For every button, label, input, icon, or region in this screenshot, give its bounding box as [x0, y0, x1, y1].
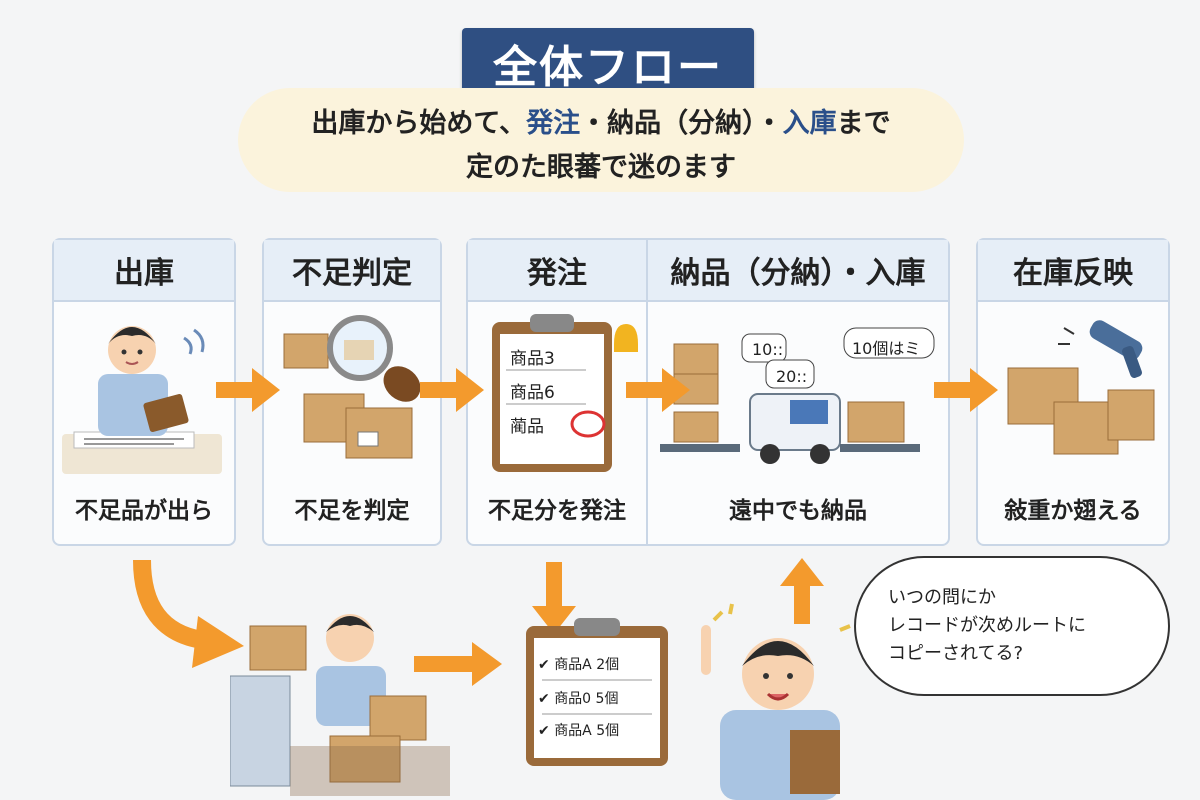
checklist-item: ✔ 商品A 2個	[538, 657, 620, 673]
step-heading: 在庫反映	[978, 240, 1168, 302]
scanner-boxes-icon	[1007, 320, 1155, 455]
delivery-tag: 10個はミ	[852, 339, 921, 358]
checklist-item-text: 商品0 5個	[554, 691, 619, 707]
speech-bubble: いつの問にか レコードが次めルートに コピーされてる?	[854, 556, 1170, 696]
flow-arrow-icon	[934, 368, 998, 412]
checklist-item-text: 商品A 5個	[554, 723, 620, 739]
bubble-line: コピーされてる?	[888, 643, 1024, 664]
worker-with-tablet-icon	[62, 326, 222, 474]
subtitle-text: 出庫から始めて、	[311, 108, 527, 139]
step-card-order-delivery: 発注 納品（分納）・入庫 商品3 商品6 蔺品 10:: 20:: 10個はミ …	[466, 238, 950, 546]
flow-arrow-icon	[216, 368, 280, 412]
curved-arrow-icon	[133, 560, 244, 668]
order-line: 蔺品	[510, 417, 544, 437]
subtitle-line-1: 出庫から始めて、発注・納品（分納）・入庫まで	[238, 102, 964, 146]
up-arrow-icon	[780, 558, 824, 624]
step-caption: 不足分を発注	[488, 498, 626, 524]
right-arrow-icon	[414, 642, 502, 686]
checklist-item: ✔ 商品0 5個	[538, 691, 619, 707]
order-line: 商品6	[510, 383, 555, 403]
step-caption: 遠中でも納品	[729, 498, 867, 524]
step-head-bar	[468, 240, 948, 302]
step-card-shortage-check: 不足判定 不足を判定	[262, 238, 442, 546]
checklist-item: ✔ 商品A 5個	[538, 723, 620, 739]
delivery-tag: 10::	[752, 340, 784, 359]
order-clipboard-icon	[492, 314, 638, 472]
step-heading: 発注	[527, 256, 587, 291]
subtitle-highlight-receiving: 入庫	[782, 108, 837, 139]
delivery-truck-icon	[660, 327, 935, 464]
delivery-tag: 20::	[776, 367, 808, 386]
down-arrow-icon	[532, 562, 576, 634]
checklist-item-text: 商品A 2個	[554, 657, 620, 673]
checklist-clipboard-icon	[526, 618, 668, 766]
flow-arrow-icon	[420, 368, 484, 412]
flow-arrow-icon	[626, 368, 690, 412]
step-card-shipping: 出庫 不足品が出ら	[52, 238, 236, 546]
subtitle-band: 出庫から始めて、発注・納品（分納）・入庫まで 定のた眼蕃で迷のます	[238, 88, 964, 192]
step-heading: 不足判定	[264, 240, 440, 302]
step-heading: 出庫	[54, 240, 234, 302]
step-heading: 納品（分納）・入庫	[670, 256, 926, 291]
step-caption: 不足を判定	[294, 498, 410, 524]
worker-packing-icon	[230, 614, 450, 796]
bubble-line: レコードが次めルートに	[888, 615, 1086, 636]
subtitle-line-2: 定のた眼蕃で迷のます	[466, 152, 736, 183]
subtitle-text: まで	[836, 108, 891, 139]
subtitle-text: ・納品（分納）・	[580, 108, 783, 139]
bubble-line: いつの問にか	[888, 587, 996, 608]
subtitle-highlight-order: 発注	[526, 108, 581, 139]
page-title: 全体フロー	[462, 28, 754, 98]
order-line: 商品3	[510, 349, 555, 369]
magnifier-boxes-icon	[283, 315, 421, 459]
step-caption: 不足品が出ら	[75, 498, 213, 524]
step-card-stock-update: 在庫反映 敍重か翅える	[976, 238, 1170, 546]
step-caption: 敍重か翅える	[1004, 498, 1142, 524]
worker-pointing-icon	[701, 603, 851, 800]
